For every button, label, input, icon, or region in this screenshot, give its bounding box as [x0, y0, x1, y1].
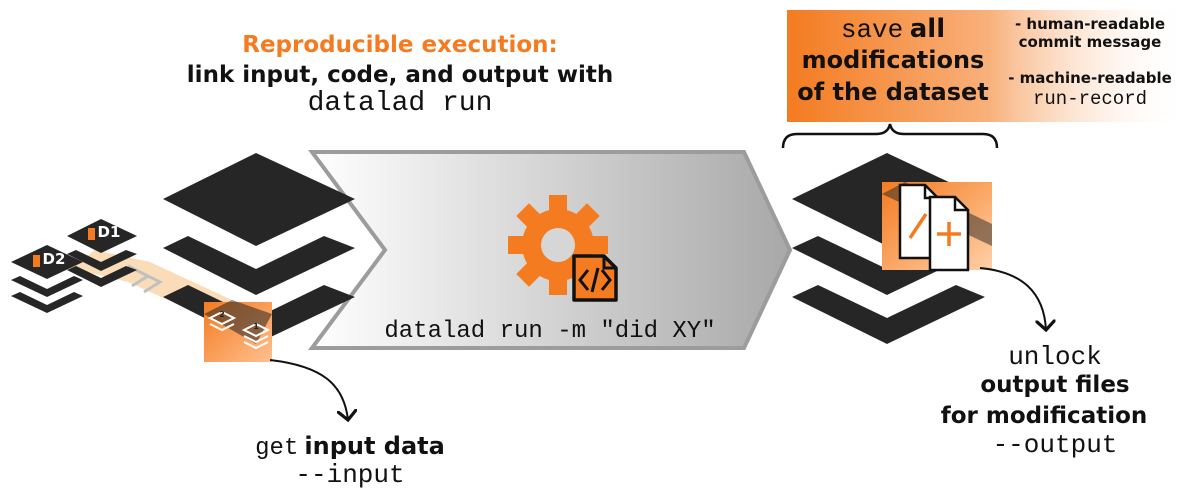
- subdataset-badge-2-label: 2: [219, 310, 225, 319]
- save-bullet-2-line-2: run-record: [1032, 88, 1148, 110]
- save-line-3: of the dataset: [797, 78, 989, 106]
- output-label-line-2: for modification: [940, 403, 1148, 429]
- input-data-label: input data: [304, 432, 445, 460]
- input-arrow: [269, 359, 348, 420]
- save-line-2: modifications: [801, 46, 985, 74]
- input-layer-middle: [163, 236, 355, 295]
- output-label-line-1: output files: [980, 372, 1130, 398]
- code-file-icon: [572, 254, 618, 302]
- save-all: all: [909, 14, 946, 44]
- save-bullet-1-line-2: commit message: [1018, 33, 1162, 51]
- save-brace: [781, 123, 999, 149]
- input-layer-bottom: [163, 285, 355, 344]
- title-line-1: Reproducible execution:: [242, 32, 558, 58]
- subdataset-badge-1-label: 1: [253, 322, 259, 331]
- edit-file-icon: [898, 183, 940, 260]
- save-line-1: save all: [788, 14, 998, 45]
- input-layer-top: [163, 153, 355, 246]
- save-bullet-2-line-1: - machine-readable: [1008, 69, 1172, 87]
- subdataset-badge-2: [207, 310, 237, 332]
- run-command: datalad run -m "did XY": [384, 318, 716, 345]
- output-flag: --output: [992, 430, 1118, 460]
- output-layer-bottom: [792, 285, 985, 344]
- subdataset-d1-stack: [67, 219, 137, 287]
- input-flag: --input: [295, 460, 405, 490]
- output-arrow: [979, 267, 1046, 330]
- save-callout-background: [787, 10, 1189, 122]
- datalad-logo-icon: [88, 228, 95, 240]
- subdataset-d2-stack: [11, 245, 83, 313]
- datalad-logo-icon: [33, 255, 40, 267]
- subdataset-badge-1: [241, 322, 271, 350]
- add-file-icon: [928, 195, 970, 272]
- output-command: unlock: [1008, 342, 1102, 372]
- title-line-2: link input, code, and output with: [186, 62, 614, 88]
- save-command: save: [840, 15, 904, 45]
- input-command: get: [255, 435, 299, 462]
- title-command: datalad run: [307, 88, 493, 119]
- subdataset-d1-label: D1: [97, 223, 121, 241]
- input-dataset-stack: [163, 153, 355, 362]
- subdataset-d2-label: D2: [42, 250, 66, 268]
- input-label: get input data: [190, 432, 510, 463]
- save-bullet-1-line-1: - human-readable: [1014, 15, 1166, 33]
